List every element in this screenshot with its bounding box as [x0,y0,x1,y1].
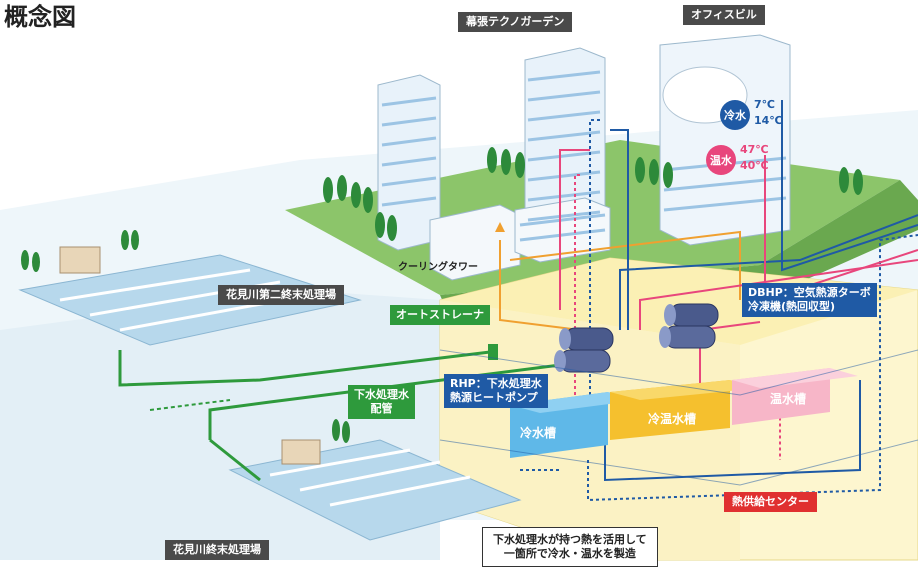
cold-supply-temp: 7℃ [754,98,775,111]
building-office [659,34,791,246]
label-dbhp: DBHP：空気熱源ターボ 冷凍機(熱回収型) [742,283,877,317]
plant2-building [59,246,101,274]
hot-water-badge: 温水 [706,145,736,175]
cooling-pipe [499,240,581,331]
cold-return-temp: 14℃ [754,114,783,127]
caption-box: 下水処理水が持つ熱を活用して 一箇所で冷水・温水を製造 [482,527,658,567]
label-cold-tank: 冷水槽 [520,426,557,440]
label-sewage-pipe: 下水処理水 配管 [348,385,415,419]
label-hot-tank: 温水槽 [770,392,807,406]
label-heat-center: 熱供給センター [724,492,817,512]
label-auto-strainer: オートストレーナ [390,305,490,325]
dbhp-unit [659,303,719,349]
caption-line2: 一箇所で冷水・温水を製造 [503,546,636,560]
rhp-line1: RHP：下水処理水 [450,377,542,390]
caption-line1: 下水処理水が持つ熱を活用して [493,533,647,546]
hot-return-temp: 40℃ [740,159,769,172]
plant1-basin [228,439,522,541]
dbhp-line1: DBHP：空気熱源ターボ [748,286,871,299]
rhp-unit [554,327,614,373]
page-title: 概念図 [4,3,76,31]
cold-water-badge: 冷水 [720,100,750,130]
label-office: オフィスビル [683,5,765,25]
label-cold-hot-tank: 冷温水槽 [648,412,697,426]
sewage-pipe-upper [118,350,491,387]
plant1-building [281,439,321,465]
label-hanamigawa: 花見川終末処理場 [165,540,269,560]
cold-water-pipes [604,100,918,482]
dbhp-line2: 冷凍機(熱回収型) [748,299,836,313]
label-cooling-tower: クーリングタワー [398,262,478,273]
auto-strainer-unit [488,344,498,360]
label-hanamigawa2: 花見川第二終末処理場 [218,285,344,305]
rhp-line2: 熱源ヒートポンプ [450,390,538,404]
sewage-pipe-line2: 配管 [370,401,393,415]
plant2-basin [18,254,362,346]
sewage-pipe-lower [208,363,561,440]
hot-supply-temp: 47℃ [740,143,769,156]
cooling-tower-building [429,204,521,281]
label-makuhari: 幕張テクノガーデン [458,12,573,32]
label-rhp: RHP：下水処理水 熱源ヒートポンプ [444,374,548,408]
sewage-pipe-line1: 下水処理水 [354,388,409,401]
